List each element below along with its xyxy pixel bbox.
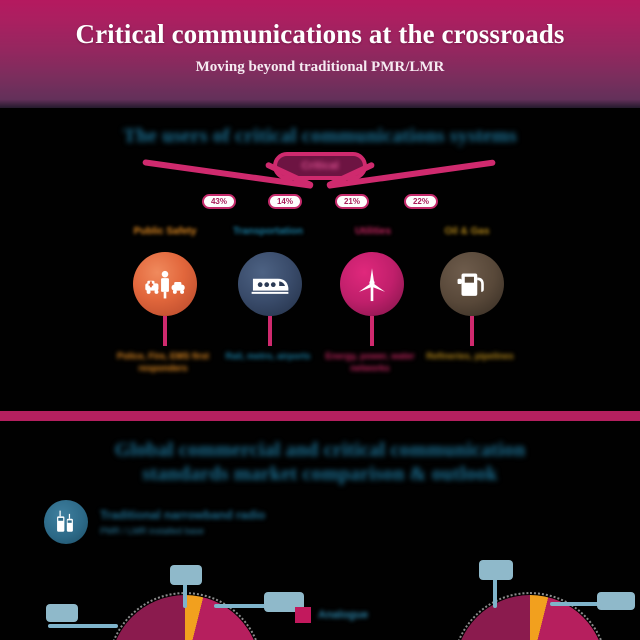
stem-4 <box>470 316 474 346</box>
pie-1-callout-left <box>46 604 78 622</box>
pie-1-lead-left <box>48 624 118 628</box>
category-label-bottom-2: Rail, metro, airports <box>225 351 311 361</box>
icon-circle-transportation <box>238 252 302 316</box>
category-label-top-3: Utilities <box>354 226 392 237</box>
percent-badge-1: 43% <box>202 194 236 209</box>
percent-badge-3: 21% <box>335 194 369 209</box>
badge-icon-circle <box>44 500 88 544</box>
pie-1-callout-top <box>170 565 202 585</box>
stem-3 <box>370 316 374 346</box>
section-two-title: Global commercial and critical communica… <box>0 421 640 486</box>
section-one-title: The users of critical communications sys… <box>123 125 517 147</box>
category-label-bottom-4: Refineries, pipelines <box>426 351 514 361</box>
percent-badge-2: 14% <box>268 194 302 209</box>
pie-2-callout-right <box>597 592 635 610</box>
wind-turbine-icon <box>358 268 386 302</box>
category-label-bottom-3: Energy, power, water networks <box>325 351 415 374</box>
section-two-title-line1: Global commercial and critical communica… <box>114 439 526 461</box>
icon-circle-oil-gas <box>440 252 504 316</box>
pie-1-lead-right <box>214 604 276 608</box>
percent-badge-4: 22% <box>404 194 438 209</box>
icon-circle-utilities <box>340 252 404 316</box>
category-label-bottom-1: Police, Fire, EMS first responders <box>116 351 210 374</box>
public-safety-icon <box>145 270 185 299</box>
section-users: The users of critical communications sys… <box>0 108 640 410</box>
badge-subtitle: PMR / LMR installed base <box>100 526 205 536</box>
category-label-top-2: Transportation <box>232 226 303 237</box>
pie-2-lead-right <box>550 602 616 606</box>
badge-text-block: Traditional narrowband radio PMR / LMR i… <box>100 508 265 536</box>
chart-legend: Analogue <box>295 607 368 623</box>
two-way-radio-icon <box>57 510 73 532</box>
page-subtitle: Moving beyond traditional PMR/LMR <box>195 58 445 75</box>
train-icon <box>251 278 289 294</box>
hub-label: Critical <box>301 160 339 172</box>
page-header: Critical communications at the crossroad… <box>0 0 640 108</box>
fuel-pump-icon <box>457 273 484 296</box>
icon-circle-public-safety <box>133 252 197 316</box>
section-divider <box>0 411 640 421</box>
category-label-top-1: Public Safety <box>133 226 197 237</box>
legend-label-analogue: Analogue <box>318 609 369 621</box>
pie-1-callout-right <box>264 592 304 612</box>
pie-1-callout-stem <box>183 582 187 608</box>
standard-badge: Traditional narrowband radio PMR / LMR i… <box>44 500 265 544</box>
section-market: Global commercial and critical communica… <box>0 421 640 640</box>
stem-2 <box>268 316 272 346</box>
page-title: Critical communications at the crossroad… <box>75 19 565 49</box>
section-two-title-line2: standards market comparison & outlook <box>142 462 498 485</box>
pie-2-callout-stem <box>493 578 497 608</box>
legend-swatch-analogue <box>295 607 311 623</box>
category-label-top-4: Oil & Gas <box>444 226 490 237</box>
badge-title: Traditional narrowband radio <box>100 508 266 522</box>
pie-2-outline <box>452 592 608 640</box>
stem-1 <box>163 316 167 346</box>
pie-2-callout-top <box>479 560 513 580</box>
